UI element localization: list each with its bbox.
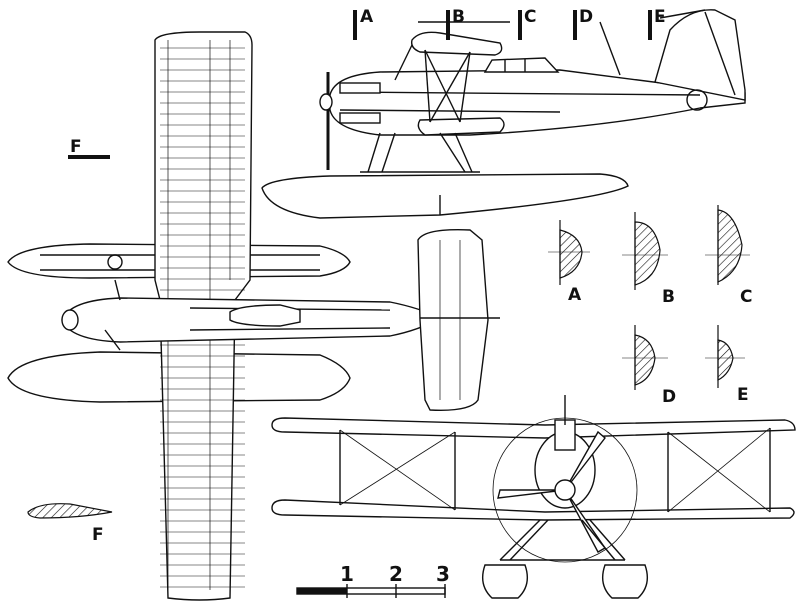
scale-tick-1: 1 — [340, 562, 354, 586]
cross-section-labels: A B C D E — [568, 285, 752, 407]
top-view — [7, 31, 500, 601]
wing-section-label: F — [70, 137, 82, 157]
cross-section-d — [622, 325, 668, 390]
cross-section-label-d: D — [662, 387, 676, 407]
cross-section-a — [548, 220, 590, 285]
cross-section-label-a: A — [568, 285, 582, 305]
cross-section-c — [705, 205, 750, 285]
scale-tick-3: 3 — [436, 562, 450, 586]
airfoil-label: F — [92, 525, 104, 545]
section-marker-a: A — [360, 7, 374, 27]
section-marker-b: B — [452, 7, 465, 27]
scale-bar — [296, 584, 446, 598]
wing-section-marker — [68, 155, 110, 159]
cross-section-e — [705, 325, 745, 388]
front-view — [271, 395, 796, 599]
scale-tick-2: 2 — [389, 562, 403, 586]
section-marker-d: D — [579, 7, 593, 27]
side-view — [261, 9, 746, 219]
cross-section-label-b: B — [662, 287, 675, 307]
cross-section-b — [622, 212, 668, 290]
section-markers: A B C D E — [360, 7, 666, 27]
cross-section-label-c: C — [740, 287, 752, 307]
cross-sections — [548, 205, 750, 390]
airfoil-profile — [27, 503, 113, 519]
cross-section-label-e: E — [737, 385, 749, 405]
section-marker-e: E — [654, 7, 666, 27]
section-marker-c: C — [524, 7, 536, 27]
